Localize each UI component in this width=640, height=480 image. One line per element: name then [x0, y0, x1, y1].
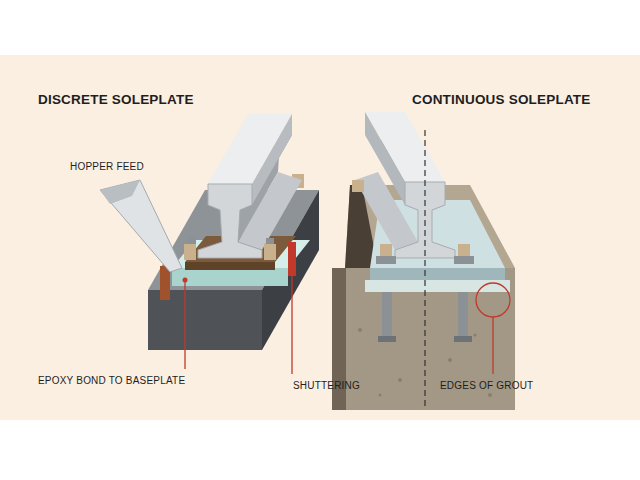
- discrete-soleplate-figure: [100, 114, 319, 374]
- continuous-soleplate-figure: [332, 112, 515, 410]
- beige-panel: [0, 55, 640, 420]
- part-label: SHUTTERING: [293, 380, 360, 391]
- section-heading: CONTINUOUS SOLEPLATE: [412, 92, 591, 107]
- section-heading: DISCRETE SOLEPLATE: [38, 92, 194, 107]
- part-label: HOPPER FEED: [70, 161, 144, 172]
- part-label: EPOXY BOND TO BASEPLATE: [38, 375, 185, 386]
- part-label: EDGES OF GROUT: [440, 380, 533, 391]
